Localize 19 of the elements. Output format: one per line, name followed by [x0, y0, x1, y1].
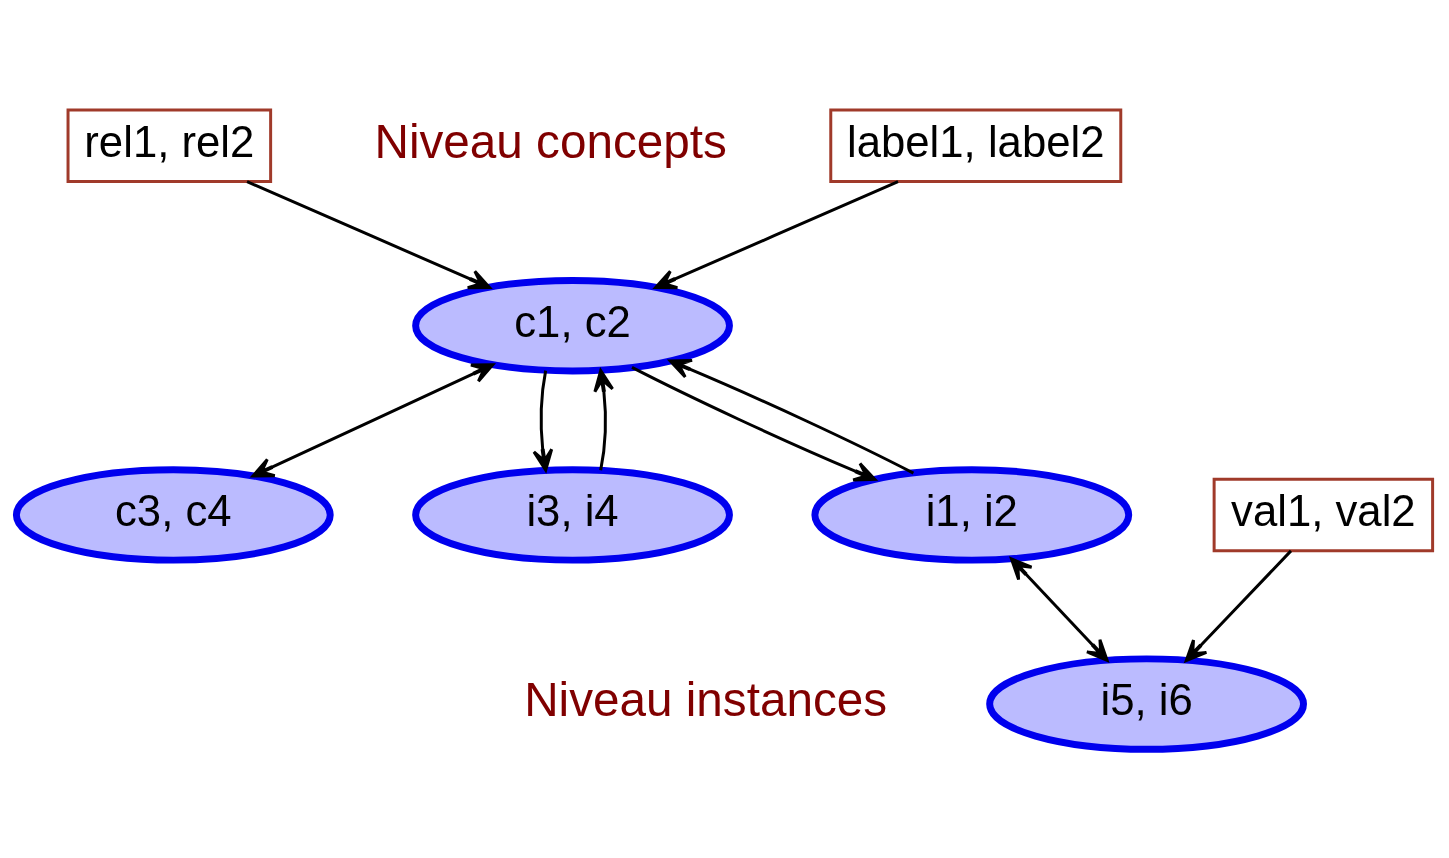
node-ellipse: c3, c4: [12, 465, 334, 564]
node-box: val1, val2: [1212, 477, 1435, 552]
arrow: [246, 179, 491, 289]
node-ellipse: i3, i4: [412, 465, 733, 564]
arrow: [532, 369, 554, 472]
arrow: [1184, 549, 1293, 662]
arrow: [654, 179, 899, 289]
node-box: label1, label2: [829, 107, 1123, 183]
arrow: [1009, 556, 1109, 662]
node-ellipse: i1, i2: [811, 465, 1133, 564]
node-ellipse: c1, c2: [412, 276, 733, 374]
label: Niveau concepts: [374, 114, 727, 168]
node-ellipse: i5, i6: [986, 654, 1307, 753]
arrow: [251, 362, 495, 477]
label: Niveau instances: [524, 672, 888, 726]
node-box: rel1, rel2: [66, 107, 273, 183]
arrow: [631, 365, 877, 481]
arrow: [593, 368, 615, 470]
arrow: [668, 358, 915, 474]
